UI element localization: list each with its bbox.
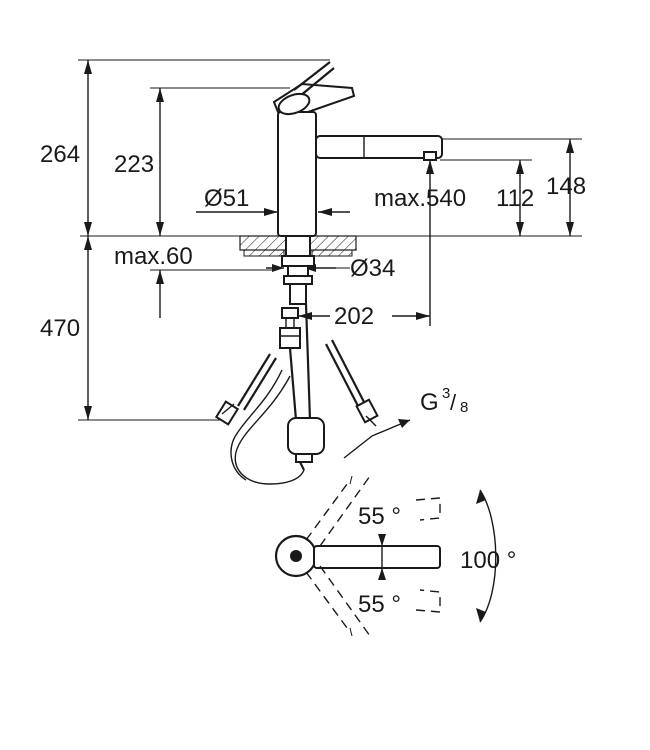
- label-264: 264: [40, 141, 80, 168]
- dimension-202: [298, 312, 430, 320]
- label-angle-total: 100 °: [460, 547, 516, 574]
- dimension-470: [78, 236, 220, 421]
- label-thread-slash: /: [450, 390, 457, 415]
- dimension-max540: [426, 160, 434, 326]
- label-thread-num: 3: [442, 385, 450, 402]
- thread-leader: [343, 419, 411, 459]
- label-max60: max.60: [114, 243, 193, 270]
- label-223: 223: [114, 151, 154, 178]
- label-470: 470: [40, 315, 80, 342]
- dimension-223: [150, 87, 290, 236]
- dimension-148: [440, 138, 582, 236]
- label-angle-upper: 55 °: [358, 503, 401, 530]
- label-thread-g: G: [420, 389, 439, 416]
- swivel-top-view: [274, 475, 497, 637]
- label-max540: max.540: [374, 185, 466, 212]
- dimension-d51: [196, 208, 350, 216]
- label-202: 202: [334, 303, 374, 330]
- dimension-264: [78, 59, 330, 236]
- label-148: 148: [546, 173, 586, 200]
- label-112: 112: [496, 185, 534, 212]
- supply-hoses: [214, 303, 379, 485]
- dimension-112: [440, 159, 532, 236]
- label-thread-den: 8: [460, 399, 468, 416]
- faucet-body: [272, 61, 443, 305]
- label-d51: Ø51: [204, 185, 249, 212]
- label-d34: Ø34: [350, 255, 395, 282]
- label-angle-lower: 55 °: [358, 591, 401, 618]
- countertop-section: [239, 235, 357, 257]
